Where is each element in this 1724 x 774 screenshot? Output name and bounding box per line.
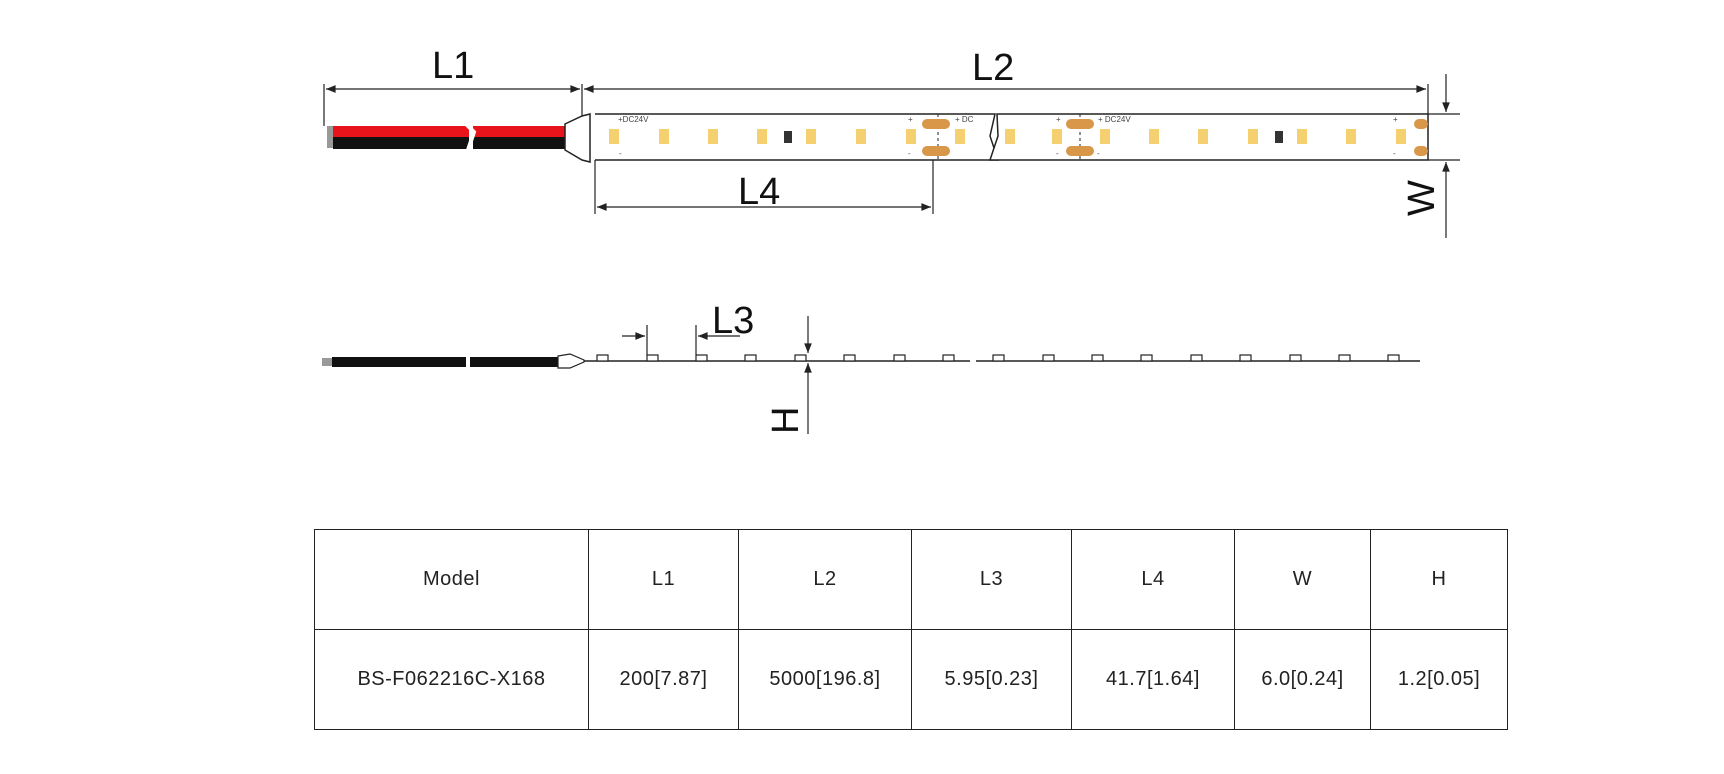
led-chip: [955, 129, 965, 144]
led-chip: [806, 129, 816, 144]
led-chip: [1005, 129, 1015, 144]
wire-leads: [327, 113, 591, 163]
strip-marking: -: [1056, 149, 1059, 158]
led-chip: [1198, 129, 1208, 144]
solder-pad: [1414, 146, 1428, 156]
solder-pad: [922, 146, 950, 156]
table-header-cell: W: [1234, 529, 1371, 630]
dimension-label-l2: L2: [972, 47, 1014, 89]
strip-marking: -: [1097, 149, 1100, 158]
led-chip: [856, 129, 866, 144]
dimension-label-l3: L3: [712, 300, 754, 342]
dimension-label-l4: L4: [738, 171, 780, 213]
table-cell: 41.7[1.64]: [1071, 629, 1235, 730]
resistor: [784, 131, 792, 143]
led-chip: [1248, 129, 1258, 144]
led-chip: [1100, 129, 1110, 144]
solder-pad: [1066, 119, 1094, 129]
led-chip: [1297, 129, 1307, 144]
dimension-label-h: H: [765, 407, 807, 434]
dimension-label-w: W: [1401, 180, 1443, 216]
table-header-cell: L1: [588, 529, 739, 630]
strip-marking: -: [619, 149, 622, 158]
table-cell: BS-F062216C-X168: [314, 629, 589, 730]
strip-marking: -: [1393, 149, 1396, 158]
table-cell: 1.2[0.05]: [1370, 629, 1508, 730]
solder-pad: [1066, 146, 1094, 156]
led-chip: [708, 129, 718, 144]
strip-segment-right: + - + DC24V - + -: [988, 113, 1429, 161]
table-row: BS-F062216C-X168 200[7.87] 5000[196.8] 5…: [314, 629, 1508, 730]
dimension-w: W: [1401, 74, 1460, 238]
spec-table-container: Model L1 L2 L3 L4 W H BS-F062216C-X168 2…: [314, 529, 1508, 730]
led-chip: [1346, 129, 1356, 144]
led-chip: [609, 129, 619, 144]
table-header-cell: H: [1370, 529, 1508, 630]
resistor: [1275, 131, 1283, 143]
led-profile-row: [596, 354, 1400, 362]
led-chip: [906, 129, 916, 144]
strip-segment-left: +DC24V - + - + DC: [595, 113, 1000, 161]
led-strip-diagram: +DC24V - + - + DC + - + DC24V: [322, 45, 1460, 434]
strip-marking: +: [908, 115, 913, 124]
solder-pad: [922, 119, 950, 129]
table-cell: 5000[196.8]: [738, 629, 912, 730]
led-chip: [659, 129, 669, 144]
strip-marking: + DC24V: [1098, 115, 1131, 124]
table-cell: 6.0[0.24]: [1234, 629, 1371, 730]
table-header-cell: L2: [738, 529, 912, 630]
top-view: +DC24V - + - + DC + - + DC24V: [323, 45, 1460, 238]
dimension-l3: L3: [622, 300, 754, 355]
dimension-l1: L1: [323, 45, 583, 126]
table-cell: 5.95[0.23]: [911, 629, 1072, 730]
table-header-cell: L3: [911, 529, 1072, 630]
solder-pad: [1414, 119, 1428, 129]
strip-marking: +: [1393, 115, 1398, 124]
strip-marking: +: [1056, 115, 1061, 124]
led-chip: [757, 129, 767, 144]
strip-marking: -: [908, 149, 911, 158]
dimension-l4: L4: [594, 160, 934, 214]
table-cell: 200[7.87]: [588, 629, 739, 730]
table-header-cell: L4: [1071, 529, 1235, 630]
strip-marking: +DC24V: [618, 115, 649, 124]
strip-marking: + DC: [955, 115, 974, 124]
dimension-h: H: [765, 316, 812, 434]
table-header-cell: Model: [314, 529, 589, 630]
side-view: L3 H: [322, 300, 1420, 434]
led-chip: [1149, 129, 1159, 144]
spec-table: Model L1 L2 L3 L4 W H BS-F062216C-X168 2…: [314, 529, 1508, 730]
led-chip: [1396, 129, 1406, 144]
table-header-row: Model L1 L2 L3 L4 W H: [314, 529, 1508, 630]
led-chip: [1052, 129, 1062, 144]
dimension-label-l1: L1: [432, 45, 474, 87]
dimension-l2: L2: [583, 47, 1429, 114]
